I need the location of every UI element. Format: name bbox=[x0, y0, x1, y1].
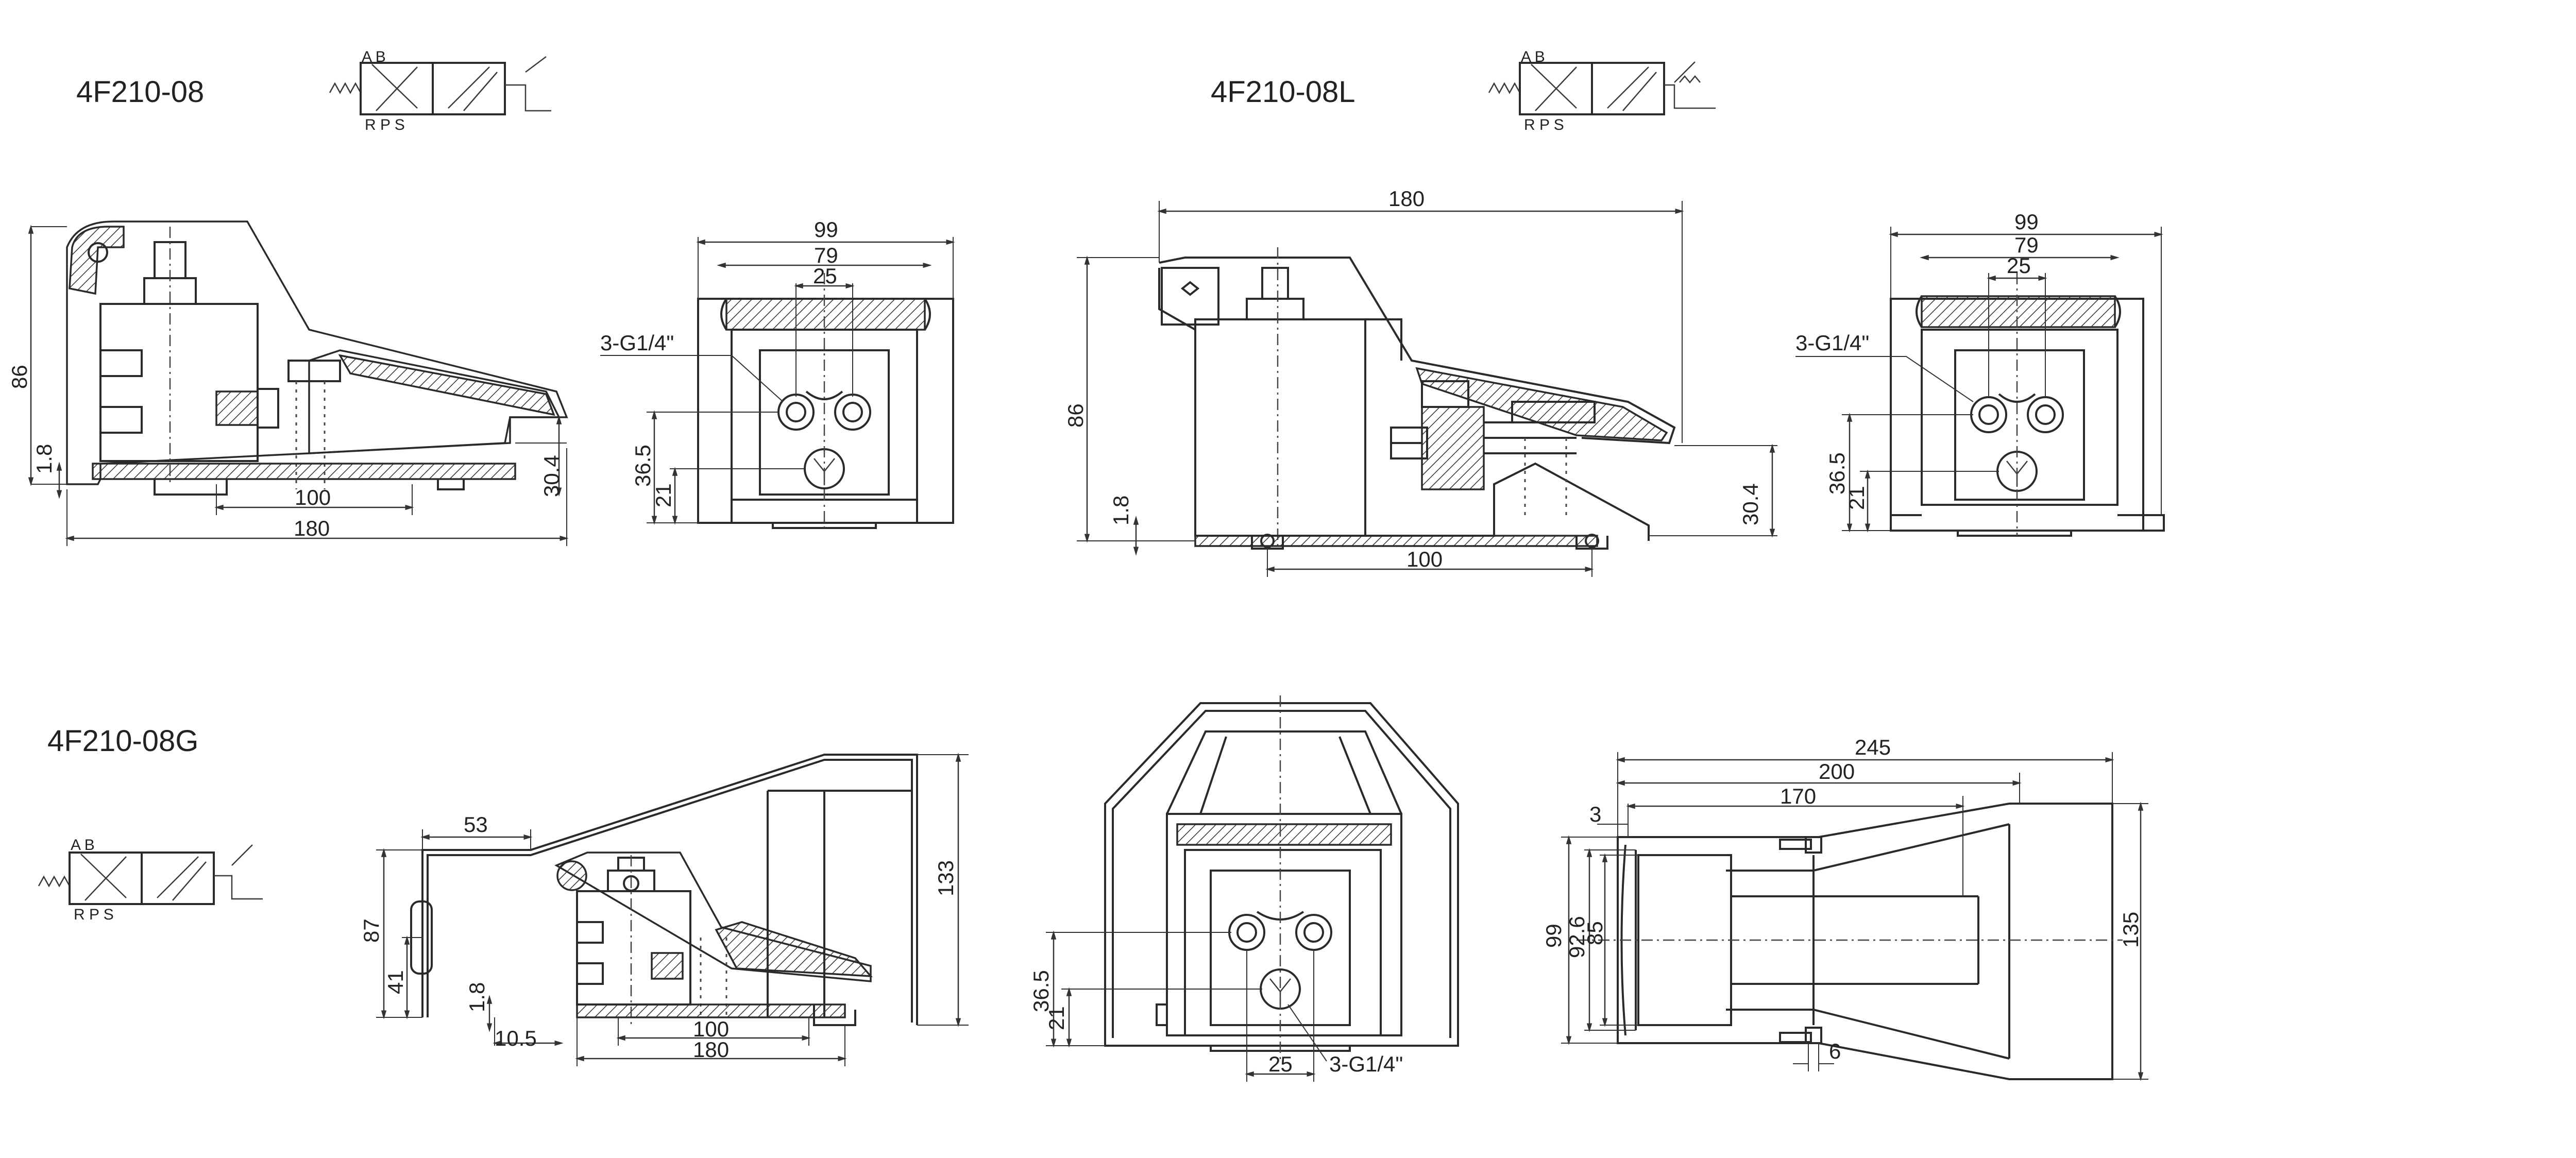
guard-front-view: 36.5 21 25 3-G1/4" bbox=[1029, 695, 1459, 1082]
lock-front-dim-center-height: 21 bbox=[1844, 486, 1869, 510]
std-side-dim-length: 180 bbox=[294, 516, 330, 540]
guard-top-dim-foot-gap: 6 bbox=[1829, 1039, 1841, 1063]
port-labels-bottom-guard: R P S bbox=[74, 906, 114, 923]
std-side-view: 86 1.8 30.4 100 180 bbox=[7, 220, 569, 546]
guard-side-dim-length: 180 bbox=[693, 1037, 729, 1062]
guard-side-dim-hole-span: 100 bbox=[693, 1017, 729, 1041]
port-labels-top-guard: A B bbox=[71, 837, 95, 854]
guard-front-dim-port-height: 36.5 bbox=[1029, 970, 1053, 1012]
guard-top-dim-width-85: 85 bbox=[1583, 921, 1607, 945]
lock-side-dim-clearance: 1.8 bbox=[1109, 496, 1133, 525]
guard-top-dim-length-170: 170 bbox=[1780, 784, 1816, 808]
lock-front-thread-label: 3-G1/4" bbox=[1795, 331, 1869, 355]
guard-top-dim-width-99: 99 bbox=[1541, 924, 1566, 948]
guard-top-dim-width-92-6: 92.6 bbox=[1565, 916, 1589, 958]
lock-front-dim-port-pitch: 25 bbox=[2007, 253, 2031, 278]
guard-side-view: 53 87 41 1.8 10.5 100 180 133 bbox=[359, 753, 969, 1066]
guard-front-dim-port-pitch: 25 bbox=[1268, 1052, 1293, 1076]
std-front-dim-width: 99 bbox=[814, 217, 838, 242]
guard-top-dim-offset-3: 3 bbox=[1589, 802, 1601, 826]
guard-top-dim-length-200: 200 bbox=[1819, 759, 1855, 784]
std-front-dim-port-height: 36.5 bbox=[631, 445, 655, 487]
std-front-dim-inner-width: 79 bbox=[814, 243, 838, 267]
lock-side-dim-height: 86 bbox=[1063, 403, 1088, 428]
guard-side-dim-height: 87 bbox=[359, 918, 383, 943]
guard-side-dim-clearance: 1.8 bbox=[465, 982, 489, 1012]
guard-top-view: 245 200 170 3 99 92.6 85 135 6 bbox=[1541, 735, 2148, 1081]
guard-side-dim-handle-height: 41 bbox=[383, 970, 408, 994]
guard-side-dim-guard-offset: 53 bbox=[464, 812, 488, 837]
valve-symbol-lock: A B R P S bbox=[1488, 48, 1716, 133]
std-front-dim-port-pitch: 25 bbox=[813, 264, 837, 288]
std-side-dim-clearance: 1.8 bbox=[32, 444, 56, 474]
port-labels-bottom-lock: R P S bbox=[1524, 116, 1564, 133]
guard-front-thread-label: 3-G1/4" bbox=[1329, 1052, 1403, 1076]
guard-side-dim-edge-offset: 10.5 bbox=[495, 1026, 537, 1050]
lock-front-view: 99 79 25 3-G1/4" 36.5 21 bbox=[1795, 210, 2165, 537]
lock-side-view: 180 86 1.8 30.4 100 bbox=[1063, 186, 1777, 577]
model-title-4f210-08g: 4F210-08G bbox=[47, 724, 198, 758]
lock-side-dim-hole-span: 100 bbox=[1406, 547, 1443, 571]
std-front-dim-center-height: 21 bbox=[651, 483, 675, 507]
guard-top-dim-guard-width: 135 bbox=[2119, 912, 2143, 948]
port-labels-bottom-std: R P S bbox=[365, 116, 405, 133]
model-title-4f210-08: 4F210-08 bbox=[76, 75, 204, 109]
std-front-view: 99 79 25 3-G1/4" 36.5 21 bbox=[600, 217, 955, 529]
std-side-dim-hole-span: 100 bbox=[295, 485, 331, 509]
lock-side-dim-length: 180 bbox=[1388, 186, 1425, 211]
guard-side-dim-guard-height: 133 bbox=[934, 860, 958, 896]
guard-front-dim-center-height: 21 bbox=[1044, 1006, 1069, 1030]
lock-side-dim-pedal-height: 30.4 bbox=[1738, 483, 1762, 525]
model-title-4f210-08l: 4F210-08L bbox=[1211, 75, 1355, 109]
lock-front-dim-port-height: 36.5 bbox=[1825, 452, 1849, 495]
std-side-dim-height: 86 bbox=[7, 365, 31, 389]
lock-front-dim-inner-width: 79 bbox=[2014, 233, 2039, 257]
valve-symbol-std: A B R P S bbox=[329, 48, 551, 133]
guard-top-dim-total-length: 245 bbox=[1855, 735, 1891, 759]
valve-symbol-guard: A B R P S bbox=[38, 837, 263, 923]
lock-front-dim-width: 99 bbox=[2014, 210, 2039, 234]
std-side-dim-pedal-height: 30.4 bbox=[539, 455, 564, 497]
port-labels-top-lock: A B bbox=[1521, 48, 1545, 65]
port-labels-top-std: A B bbox=[362, 48, 386, 65]
std-front-thread-label: 3-G1/4" bbox=[600, 331, 674, 355]
